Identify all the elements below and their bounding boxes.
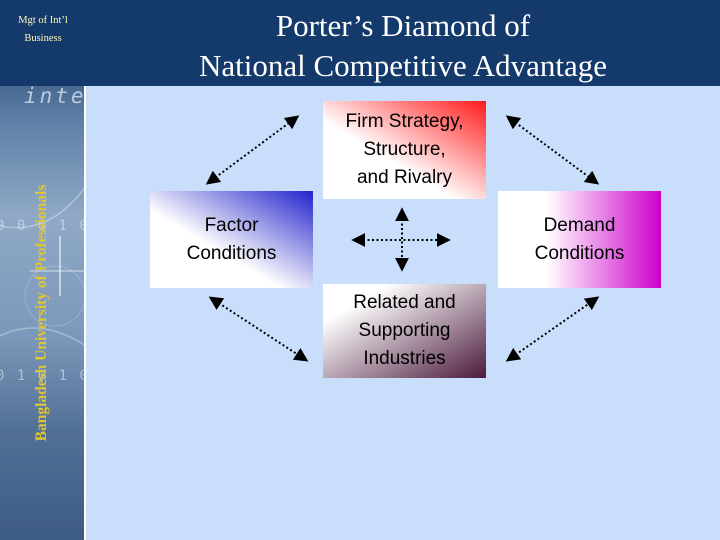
firm-strategy-line-2: Structure, [363, 139, 446, 160]
demand-conditions-box: Demand Conditions [498, 191, 661, 288]
title-bar [86, 0, 720, 86]
factor-conditions-box: Factor Conditions [150, 191, 313, 288]
factor-conditions-line-1: Factor [204, 214, 259, 236]
related-industries-box: Related and Supporting Industries [323, 284, 486, 378]
watermark-digits-1: 0 0 0 1 0 [0, 218, 86, 234]
factor-conditions-line-2: Conditions [186, 242, 277, 264]
slide-title: Porter’s Diamond of National Competitive… [86, 6, 720, 86]
sidebar-watermark-graphic [0, 185, 86, 347]
sidebar: Mgt of Int’l Business inte 0 0 0 1 0 0 1… [0, 0, 86, 540]
demand-conditions-line-2: Conditions [534, 242, 625, 264]
arrow-factor-firm [205, 115, 300, 185]
course-label-line-2: Business [24, 33, 62, 44]
arrow-related-demand [505, 296, 600, 362]
firm-strategy-line-3: and Rivalry [356, 167, 453, 188]
slide-title-line-2: National Competitive Advantage [198, 48, 608, 83]
arrow-factor-related [208, 296, 309, 362]
watermark-digits-2: 0 1 0 1 0 0 [0, 368, 86, 384]
arrow-firm-demand [505, 115, 600, 185]
course-label-line-1: Mgt of Int’l [18, 15, 68, 26]
watermark-curve [0, 185, 86, 229]
sidebar-corner [0, 0, 86, 86]
watermark-curve [0, 327, 86, 347]
firm-strategy-line-1: Firm Strategy, [345, 111, 464, 132]
related-industries-line-2: Supporting [358, 320, 451, 341]
watermark-word: inte [24, 84, 86, 108]
sidebar-divider [84, 86, 86, 540]
course-label: Mgt of Int’l Business [4, 12, 82, 48]
related-industries-line-3: Industries [363, 348, 446, 369]
demand-conditions-line-1: Demand [543, 214, 616, 236]
related-industries-line-1: Related and [353, 292, 456, 313]
slide-title-line-1: Porter’s Diamond of [275, 8, 531, 43]
firm-strategy-box: Firm Strategy, Structure, and Rivalry [323, 101, 486, 199]
